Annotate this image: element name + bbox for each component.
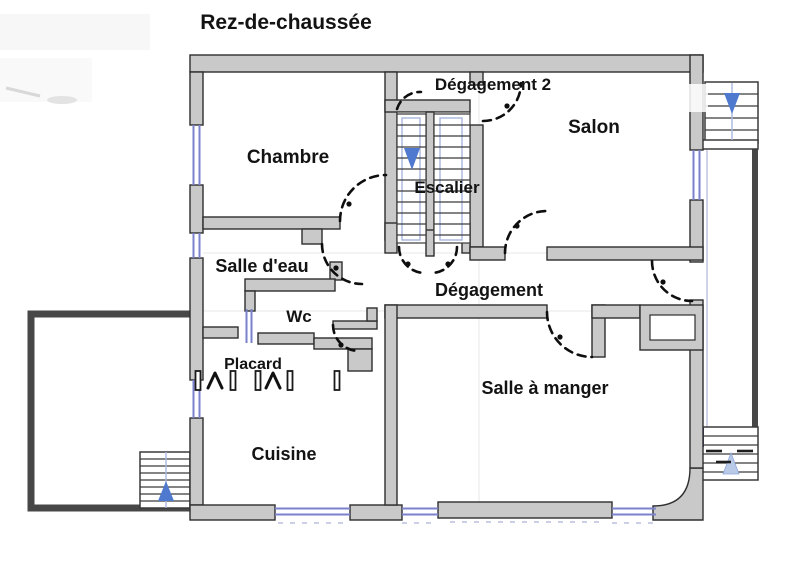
staircase-terrace bbox=[139, 451, 191, 509]
door-jamb bbox=[333, 370, 341, 391]
stair-down-arrow-icon bbox=[724, 93, 740, 114]
room-labels: Rez-de-chaussée Chambre Dégagement 2 Sal… bbox=[200, 11, 620, 464]
window-salle-deau-left bbox=[192, 233, 201, 258]
scan-streak bbox=[684, 84, 708, 112]
terrace-outline bbox=[27, 310, 193, 512]
door-jamb bbox=[254, 370, 262, 391]
door-arc-stair-left bbox=[397, 245, 427, 275]
chambre-bottom-wall bbox=[202, 216, 341, 230]
windows bbox=[192, 125, 701, 524]
placard-chevron-icon bbox=[264, 371, 282, 390]
door-arc-balcony bbox=[650, 259, 694, 303]
window-salon-right bbox=[692, 150, 701, 200]
wc-bottom-wall bbox=[257, 332, 315, 345]
room-label-salle-a-manger: Salle à manger bbox=[481, 378, 608, 398]
door-jamb bbox=[286, 370, 294, 391]
chambre-right-wall bbox=[384, 71, 398, 241]
staircase-balcony-top bbox=[699, 81, 759, 150]
placard-chevron-icon bbox=[206, 371, 224, 390]
salle-deau-bottom-wall bbox=[244, 278, 336, 292]
stair-down-arrow-icon bbox=[404, 148, 420, 170]
door-arc-chambre bbox=[338, 173, 388, 223]
stair-up-arrow-pale-icon bbox=[722, 451, 740, 475]
room-label-salon: Salon bbox=[568, 117, 620, 138]
room-label-degagement-2: Dégagement 2 bbox=[435, 75, 551, 94]
staircase-balcony-bottom bbox=[697, 426, 759, 481]
room-label-wc: Wc bbox=[286, 307, 312, 326]
page-title: Rez-de-chaussée bbox=[200, 11, 372, 34]
door-arc-stair-right bbox=[429, 245, 459, 275]
cuisine-right-wall bbox=[384, 304, 398, 506]
placard-door-frames bbox=[194, 370, 341, 391]
window-chambre-left bbox=[192, 125, 201, 185]
window-bottom-middle bbox=[402, 507, 438, 516]
balcony-edge bbox=[706, 143, 758, 427]
room-label-placard: Placard bbox=[224, 356, 282, 373]
room-label-chambre: Chambre bbox=[247, 147, 329, 168]
door-arcs bbox=[320, 81, 694, 359]
staircase-interior bbox=[396, 111, 471, 244]
door-arc-salon-bottom bbox=[503, 209, 549, 255]
bay-window bbox=[437, 501, 613, 519]
interior-walls bbox=[202, 71, 704, 506]
window-cuisine-bottom bbox=[275, 507, 350, 516]
door-jamb bbox=[194, 370, 202, 391]
door-arc-salon-top bbox=[481, 81, 523, 123]
scan-artifacts bbox=[0, 14, 150, 104]
door-arc-salle-a-manger bbox=[545, 310, 594, 359]
exterior-walls bbox=[189, 54, 704, 521]
curved-corner-wall bbox=[652, 467, 704, 521]
door-jamb bbox=[229, 370, 237, 391]
stair-up-arrow-icon bbox=[158, 481, 174, 501]
door-arc-degagement2 bbox=[395, 90, 423, 111]
salon-bottom-wall bbox=[546, 246, 704, 261]
salle-a-manger-top-wall bbox=[384, 304, 548, 319]
room-label-cuisine: Cuisine bbox=[251, 444, 316, 464]
door-arc-salle-deau bbox=[320, 242, 364, 286]
room-label-salle-deau: Salle d'eau bbox=[215, 256, 308, 276]
window-sill-dashes bbox=[278, 521, 655, 524]
room-label-degagement: Dégagement bbox=[435, 280, 543, 300]
window-salle-a-manger-bottom bbox=[612, 507, 656, 516]
window-wc-interior bbox=[245, 309, 253, 343]
exterior-wall-top bbox=[189, 54, 704, 73]
niche-opening bbox=[649, 314, 696, 341]
room-label-escalier: Escalier bbox=[414, 178, 480, 197]
